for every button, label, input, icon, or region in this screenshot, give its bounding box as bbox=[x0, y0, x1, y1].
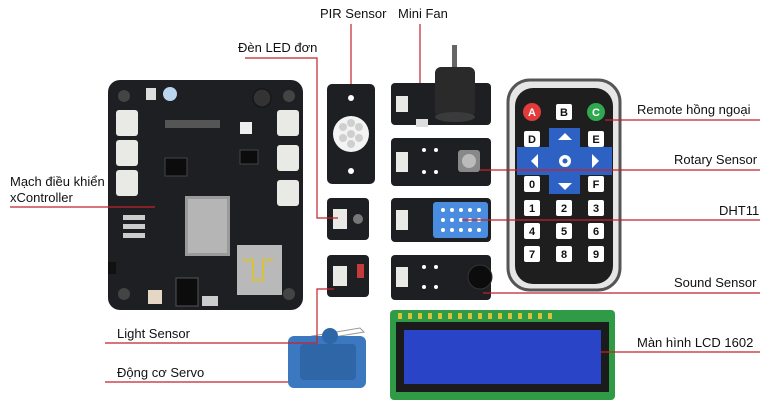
label-remote: Remote hồng ngoại bbox=[637, 102, 751, 117]
remote-key-0-shape bbox=[524, 176, 540, 192]
label-dht11: DHT11 bbox=[719, 203, 760, 218]
remote-key-5-label: 5 bbox=[561, 226, 567, 238]
remote-key-9-label: 9 bbox=[593, 249, 599, 261]
remote-key-8-label: 8 bbox=[561, 249, 567, 261]
remote-key-d-shape bbox=[524, 131, 540, 147]
remote-key-7-shape bbox=[524, 246, 540, 262]
leader-led bbox=[245, 57, 338, 219]
label-rotary: Rotary Sensor bbox=[674, 152, 758, 167]
remote-key-c-shape bbox=[587, 103, 605, 121]
remote-key-f-shape bbox=[588, 176, 604, 192]
label-mini-fan: Mini Fan bbox=[398, 6, 448, 21]
led-module bbox=[327, 198, 369, 240]
remote-key-0-label: 0 bbox=[529, 179, 535, 191]
label-sound: Sound Sensor bbox=[674, 275, 757, 290]
remote-key-e-shape bbox=[588, 131, 604, 147]
light-sensor-module bbox=[327, 255, 369, 297]
leader-lines bbox=[10, 24, 760, 383]
dht11-module bbox=[391, 198, 491, 242]
remote-key-2-shape bbox=[556, 200, 572, 216]
xcontroller-board bbox=[108, 80, 303, 310]
remote-key-7-label: 7 bbox=[529, 249, 535, 261]
remote-key-5-shape bbox=[556, 223, 572, 239]
sound-sensor-module bbox=[391, 255, 493, 300]
remote-key-3-shape bbox=[588, 200, 604, 216]
label-led: Đèn LED đơn bbox=[238, 40, 318, 55]
remote-key-3-label: 3 bbox=[593, 203, 599, 215]
remote-key-1-shape bbox=[524, 200, 540, 216]
remote-key-2-label: 2 bbox=[561, 203, 567, 215]
remote-key-1-label: 1 bbox=[529, 203, 535, 215]
label-servo: Động cơ Servo bbox=[117, 365, 205, 380]
remote-key-b-shape bbox=[556, 104, 572, 120]
label-controller-line1: Mạch điều khiển bbox=[10, 174, 105, 189]
remote-key-f-label: F bbox=[593, 179, 600, 191]
remote-key-6-shape bbox=[588, 223, 604, 239]
remote-key-4-label: 4 bbox=[529, 226, 536, 238]
mini-fan-module bbox=[391, 45, 491, 127]
remote-key-b-label: B bbox=[560, 107, 568, 119]
remote-key-4-shape bbox=[524, 223, 540, 239]
label-light-sensor: Light Sensor bbox=[117, 326, 190, 341]
label-pir-sensor: PIR Sensor bbox=[320, 6, 387, 21]
remote-key-c-label: C bbox=[592, 107, 600, 119]
remote-keypad: A B C D 0 E F 1 2 3 4 5 6 7 8 9 bbox=[523, 103, 605, 262]
label-lcd: Màn hình LCD 1602 bbox=[637, 335, 754, 350]
remote-key-8-shape bbox=[556, 246, 572, 262]
pir-module bbox=[327, 84, 375, 184]
rotary-sensor-module bbox=[391, 138, 491, 186]
lcd-1602-module bbox=[390, 310, 615, 400]
leader-light bbox=[105, 288, 334, 344]
remote-key-e-label: E bbox=[592, 134, 599, 146]
label-controller-line2: xController bbox=[10, 190, 73, 205]
remote-key-a-label: A bbox=[528, 107, 536, 119]
remote-key-a-shape bbox=[523, 103, 541, 121]
remote-key-9-shape bbox=[588, 246, 604, 262]
remote-key-d-label: D bbox=[528, 134, 536, 146]
servo-motor bbox=[288, 327, 366, 388]
remote-key-6-label: 6 bbox=[593, 226, 599, 238]
